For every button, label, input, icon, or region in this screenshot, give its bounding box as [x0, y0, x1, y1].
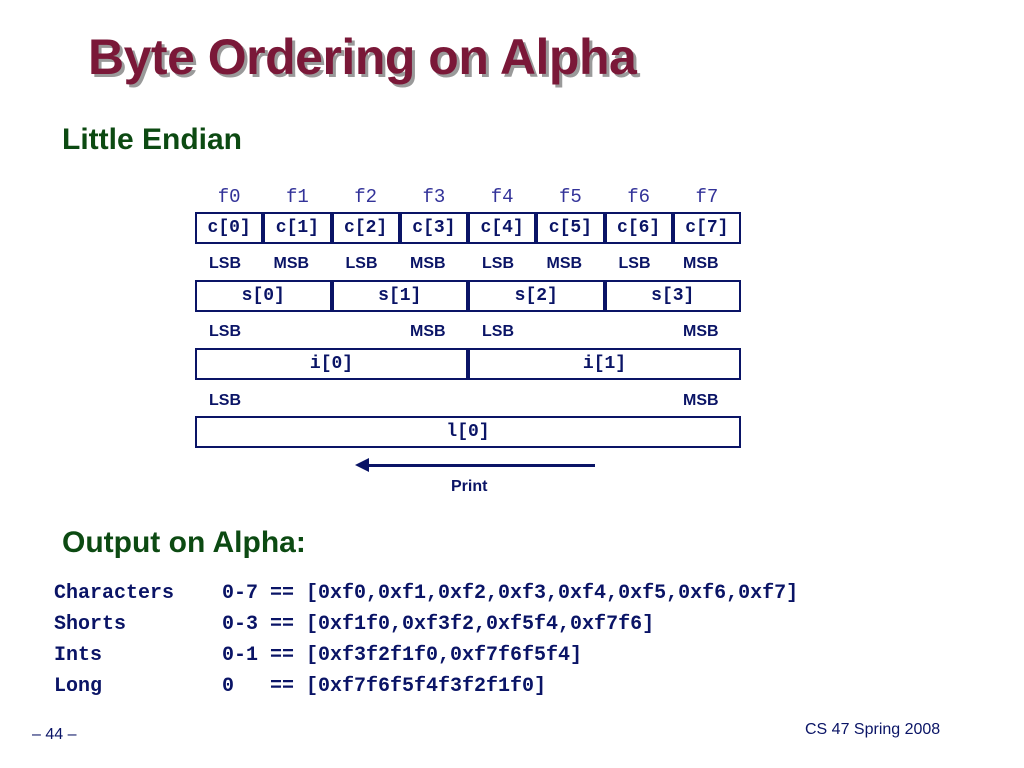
char-cell: c[4] [468, 212, 537, 244]
char-cell: c[0] [195, 212, 264, 244]
output-value: 0-7 == [0xf0,0xf1,0xf2,0xf3,0xf4,0xf5,0x… [222, 582, 799, 605]
output-name: Shorts [54, 613, 127, 636]
char-cell: c[6] [604, 212, 673, 244]
lsb-label: LSB [482, 323, 514, 340]
lsb-label: LSB [209, 323, 241, 340]
output-row-shorts: Shorts 0-3 == [0xf1f0,0xf3f2,0xf5f4,0xf7f… [54, 609, 798, 640]
output-value: 0-1 == [0xf3f2f1f0,0xf7f6f5f4] [222, 644, 583, 667]
byte-address: f5 [558, 186, 582, 208]
lsb-label: LSB [482, 255, 514, 272]
print-label: Print [451, 478, 488, 495]
byte-address: f0 [217, 186, 241, 208]
output-heading: Output on Alpha: [62, 526, 306, 559]
output-name: Ints [54, 644, 103, 667]
output-name: Characters [54, 582, 175, 605]
lsb-label: LSB [209, 255, 241, 272]
byte-address: f3 [422, 186, 446, 208]
char-cell: c[7] [672, 212, 741, 244]
print-arrow-line [366, 464, 595, 467]
int-cell: i[1] [468, 348, 741, 380]
char-cell: c[3] [399, 212, 468, 244]
short-cell: s[3] [604, 280, 741, 312]
msb-label: MSB [410, 255, 446, 272]
int-cell: i[0] [195, 348, 468, 380]
msb-label: MSB [683, 255, 719, 272]
short-cell: s[1] [331, 280, 468, 312]
course-label: CS 47 Spring 2008 [805, 721, 941, 738]
byte-address: f2 [354, 186, 378, 208]
endianness-heading: Little Endian [62, 123, 242, 156]
byte-address: f6 [627, 186, 651, 208]
lsb-label: LSB [209, 392, 241, 409]
msb-label: MSB [410, 323, 446, 340]
long-cell: l[0] [195, 416, 741, 448]
lsb-label: LSB [618, 255, 651, 272]
page-number: – 44 – [32, 726, 77, 743]
output-listing: Characters 0-7 == [0xf0,0xf1,0xf2,0xf3,0x… [54, 578, 798, 702]
print-arrow-head [355, 458, 369, 472]
short-cell: s[2] [468, 280, 605, 312]
byte-address: f4 [490, 186, 514, 208]
output-value: 0 == [0xf7f6f5f4f3f2f1f0] [222, 675, 547, 698]
msb-label: MSB [546, 255, 583, 272]
char-cell: c[1] [263, 212, 332, 244]
output-row-characters: Characters 0-7 == [0xf0,0xf1,0xf2,0xf3,0x… [54, 578, 798, 609]
output-row-long: Long 0 == [0xf7f6f5f4f3f2f1f0] [54, 671, 798, 702]
msb-label: MSB [683, 323, 719, 340]
byte-address: f7 [695, 186, 719, 208]
char-cell: c[5] [536, 212, 605, 244]
char-cell: c[2] [331, 212, 400, 244]
slide-title: Byte Ordering on Alpha [88, 29, 637, 85]
msb-label: MSB [273, 255, 310, 272]
output-value: 0-3 == [0xf1f0,0xf3f2,0xf5f4,0xf7f6] [222, 613, 655, 636]
lsb-label: LSB [345, 255, 378, 272]
output-row-ints: Ints 0-1 == [0xf3f2f1f0,0xf7f6f5f4] [54, 640, 798, 671]
short-cell: s[0] [195, 280, 332, 312]
output-name: Long [54, 675, 103, 698]
byte-address: f1 [285, 186, 309, 208]
msb-label: MSB [683, 392, 719, 409]
